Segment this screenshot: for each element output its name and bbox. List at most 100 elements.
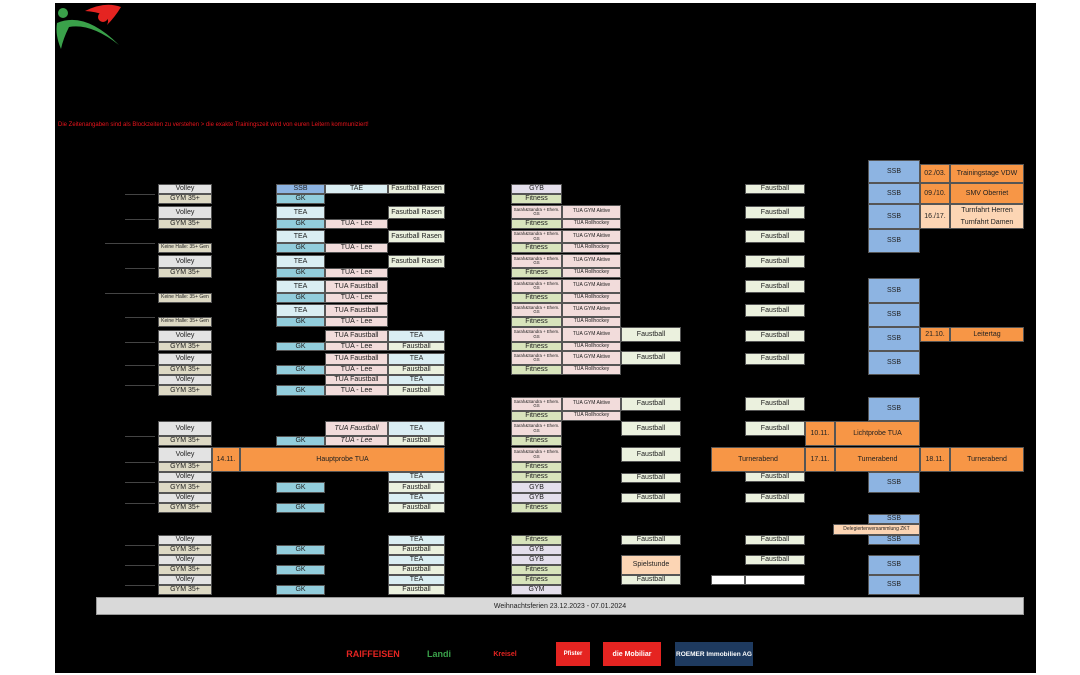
schedule-cell-faustball: Faustball [621, 327, 681, 342]
schedule-cell-smv-oberriet: SMV Oberriet [950, 183, 1024, 204]
schedule-cell-gym-35: GYM 35+ [158, 365, 212, 375]
schedule-cell-gym-35: GYM 35+ [158, 565, 212, 575]
schedule-cell-tua-lee: TUA - Lee [325, 293, 388, 303]
schedule-cell-gyb: GYB [511, 184, 562, 194]
schedule-cell-empty [745, 575, 805, 585]
schedule-cell-sarah-sandra-ehem-gs: Sarah&Sandra + Ehem. GS [511, 230, 562, 243]
schedule-cell-09-10: 09./10. [920, 183, 950, 204]
schedule-cell-tea: TEA [388, 330, 445, 342]
divider [125, 342, 155, 343]
schedule-cell-volley: Volley [158, 535, 212, 545]
schedule-cell-gym-35: GYM 35+ [158, 219, 212, 229]
schedule-cell-tua-rollhockey: TUA Rollhockey [562, 219, 621, 229]
schedule-cell-tae: TAE [325, 184, 388, 194]
schedule-cell-keine-halle-35-gen: Keine Halle: 35+ Gen [158, 317, 212, 327]
schedule-cell-gk: GK [276, 194, 325, 204]
schedule-cell-volley: Volley [158, 206, 212, 219]
schedule-cell-sarah-sandra-ehem-gs: Sarah&Sandra + Ehem. GS [511, 279, 562, 293]
schedule-cell-faustball: Faustball [388, 545, 445, 555]
schedule-cell-tua-rollhockey: TUA Rollhockey [562, 317, 621, 327]
schedule-cell-gym: GYM [511, 585, 562, 595]
schedule-cell-gyb: GYB [511, 545, 562, 555]
sponsor-raiffeisen-logo: RAIFFEISEN [346, 649, 400, 659]
schedule-cell-leitertag: Leitertag [950, 327, 1024, 342]
schedule-cell-gk: GK [276, 317, 325, 327]
schedule-cell-ssb: SSB [868, 160, 920, 183]
schedule-cell-volley: Volley [158, 184, 212, 194]
schedule-cell-gym-35: GYM 35+ [158, 482, 212, 493]
schedule-cell-gym-35: GYM 35+ [158, 385, 212, 396]
schedule-cell-tua-gym-aktive: TUA GYM Aktive [562, 351, 621, 365]
schedule-cell-ssb: SSB [868, 351, 920, 375]
schedule-cell-gyb: GYB [511, 493, 562, 503]
divider [125, 436, 155, 437]
schedule-cell-faustball: Faustball [388, 585, 445, 595]
schedule-cell-ssb: SSB [276, 184, 325, 194]
divider [125, 365, 155, 366]
sponsor-pfister-logo: Pfister [556, 642, 590, 666]
schedule-cell-tea: TEA [276, 206, 325, 219]
schedule-cell-volley: Volley [158, 555, 212, 565]
schedule-cell-volley: Volley [158, 472, 212, 482]
schedule-cell-volley: Volley [158, 255, 212, 268]
schedule-cell-gk: GK [276, 503, 325, 513]
schedule-cell-tea: TEA [388, 555, 445, 565]
schedule-cell-turnerabend: Turnerabend [835, 447, 920, 472]
schedule-cell-gk: GK [276, 565, 325, 575]
divider [125, 545, 155, 546]
schedule-cell-sarah-sandra-ehem-gs: Sarah&Sandra + Ehem. GS [511, 351, 562, 365]
schedule-cell-faustball: Faustball [745, 230, 805, 243]
club-logo-icon [56, 4, 121, 49]
schedule-cell-gym-35: GYM 35+ [158, 342, 212, 351]
schedule-cell-volley: Volley [158, 421, 212, 436]
schedule-cell-faustball: Faustball [745, 330, 805, 342]
schedule-cell-tua-faustball: TUA Faustball [325, 280, 388, 293]
schedule-cell-18-11: 18.11. [920, 447, 950, 472]
schedule-cell-tua-gym-aktive: TUA GYM Aktive [562, 327, 621, 342]
sponsor-roemer-logo: ROEMER Immobilien AG [675, 642, 753, 666]
schedule-cell-fitness: Fitness [511, 243, 562, 253]
sponsor-mobiliar-logo: die Mobiliar [603, 642, 661, 666]
schedule-cell-faustball: Faustball [388, 565, 445, 575]
schedule-cell-tua-lee: TUA - Lee [325, 342, 388, 351]
schedule-cell-tua-gym-aktive: TUA GYM Aktive [562, 230, 621, 243]
schedule-cell-faustball: Faustball [388, 342, 445, 351]
schedule-cell-tua-faustball: TUA Faustball [325, 375, 388, 385]
schedule-cell-volley: Volley [158, 375, 212, 385]
schedule-cell-tua-faustball: TUA Faustball [325, 330, 388, 342]
schedule-cell-faustball: Faustball [388, 385, 445, 396]
schedule-cell-gym-35: GYM 35+ [158, 268, 212, 278]
schedule-cell-tua-rollhockey: TUA Rollhockey [562, 293, 621, 303]
schedule-cell-tua-rollhockey: TUA Rollhockey [562, 243, 621, 253]
schedule-cell-gym-35: GYM 35+ [158, 194, 212, 204]
schedule-cell-gk: GK [276, 243, 325, 253]
schedule-cell-gym-35: GYM 35+ [158, 436, 212, 446]
schedule-cell-sarah-sandra-ehem-gs: Sarah&Sandra + Ehem. GS [511, 327, 562, 342]
schedule-cell-02-03: 02./03. [920, 164, 950, 183]
schedule-cell-sarah-sandra-ehem-gs: Sarah&Sandra + Ehem. GS [511, 447, 562, 462]
divider [125, 585, 155, 586]
schedule-cell-ssb: SSB [868, 472, 920, 493]
schedule-cell-fasutball-rasen: Fasutball Rasen [388, 184, 445, 194]
schedule-cell-turnerabend: Turnerabend [950, 447, 1024, 472]
schedule-cell-gk: GK [276, 293, 325, 303]
schedule-cell-fitness: Fitness [511, 268, 562, 278]
schedule-cell-tua-gym-aktive: TUA GYM Aktive [562, 254, 621, 268]
schedule-cell-faustball: Faustball [621, 447, 681, 462]
schedule-cell-tua-gym-aktive: TUA GYM Aktive [562, 279, 621, 293]
schedule-cell-faustball: Faustball [745, 184, 805, 194]
schedule-cell-tua-faustball: TUA Faustball [325, 353, 388, 365]
schedule-cell-empty [711, 575, 745, 585]
schedule-cell-ssb: SSB [868, 575, 920, 595]
schedule-cell-faustball: Faustball [621, 575, 681, 585]
divider [125, 268, 155, 269]
schedule-cell-faustball: Faustball [745, 206, 805, 219]
holiday-banner: Weihnachtsferien 23.12.2023 - 07.01.2024 [96, 597, 1024, 615]
schedule-cell-fitness: Fitness [511, 462, 562, 472]
schedule-cell-turnerabend: Turnerabend [711, 447, 805, 472]
schedule-cell-volley: Volley [158, 330, 212, 342]
schedule-cell-faustball: Faustball [745, 493, 805, 503]
schedule-cell-gyb: GYB [511, 555, 562, 565]
schedule-cell-tua-gym-aktive: TUA GYM Aktive [562, 205, 621, 219]
